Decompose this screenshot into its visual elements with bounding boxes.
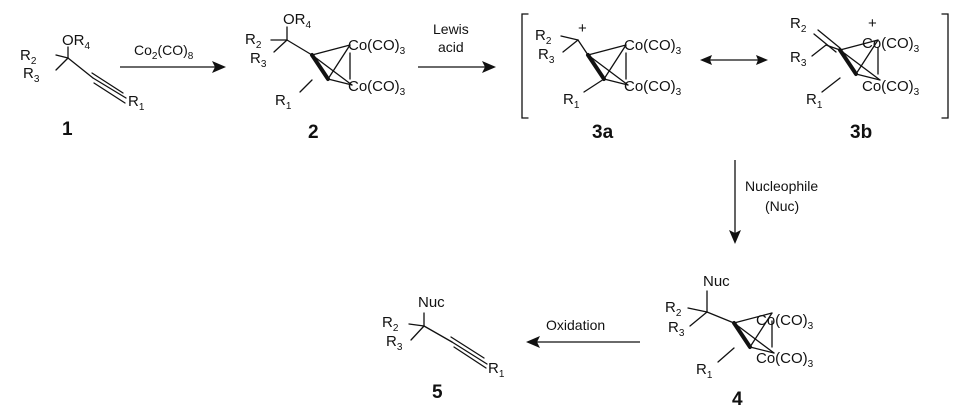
- compound-3b-plus-sign: +: [868, 15, 877, 32]
- step-3-label-line2: (Nuc): [765, 198, 799, 214]
- compound-1-r1-label: R1: [128, 93, 145, 113]
- compound-2-co-bottom-label: Co(CO)3: [348, 78, 406, 98]
- step-3-arrow: Nucleophile (Nuc): [729, 160, 818, 244]
- compound-4: Nuc R2 R3 R1 Co(CO)3 Co(CO)3 4: [665, 273, 814, 410]
- compound-5-structure: [408, 312, 488, 369]
- compound-2-structure: [270, 26, 354, 93]
- compound-1-number: 1: [62, 119, 73, 140]
- compound-2: OR4 R2 R3 R1 Co(CO)3 Co(CO)3 2: [245, 11, 406, 143]
- step-4-arrow: Oxidation: [526, 317, 640, 348]
- compound-4-structure: [687, 290, 776, 363]
- compound-1-r2-label: R2: [20, 47, 37, 67]
- compound-3b-co-top-label: Co(CO)3: [862, 35, 920, 55]
- step-2-label-line1: Lewis: [433, 21, 469, 37]
- compound-2-r2-label: R2: [245, 31, 262, 51]
- compound-3a-number: 3a: [592, 122, 614, 143]
- compound-5-r1-label: R1: [488, 360, 505, 380]
- compound-3b-number: 3b: [850, 122, 872, 143]
- step-2-arrow: Lewis acid: [418, 21, 496, 73]
- compound-5-nuc-label: Nuc: [418, 294, 445, 311]
- compound-3b-r3-label: R3: [790, 49, 807, 69]
- compound-4-r1-label: R1: [696, 361, 713, 381]
- step-2-label-line2: acid: [438, 39, 464, 55]
- compound-3b-structure: [811, 29, 882, 93]
- compound-1-or4-label: OR4: [62, 32, 91, 52]
- compound-2-r1-label: R1: [275, 92, 292, 112]
- compound-3a-r3-label: R3: [538, 46, 555, 66]
- compound-3a: + R2 R3 R1 Co(CO)3 Co(CO)3 3a: [535, 20, 682, 143]
- compound-4-number: 4: [732, 389, 743, 410]
- compound-2-r3-label: R3: [250, 50, 267, 70]
- step-1-reagent: Co2(CO)8: [134, 42, 194, 62]
- compound-3b: R2 R3 R1 + Co(CO)3 Co(CO)3 3b: [790, 15, 920, 143]
- compound-5: Nuc R2 R3 R1 5: [382, 294, 505, 403]
- compound-3a-co-bottom-label: Co(CO)3: [624, 78, 682, 98]
- resonance-arrow: [700, 55, 768, 65]
- step-1-arrow: Co2(CO)8: [120, 42, 226, 73]
- compound-3a-co-top-label: Co(CO)3: [624, 37, 682, 57]
- compound-4-r3-label: R3: [668, 319, 685, 339]
- compound-3a-r1-label: R1: [563, 91, 580, 111]
- compound-3a-plus-sign: +: [578, 20, 587, 37]
- compound-3b-r2-label: R2: [790, 15, 807, 35]
- compound-4-r2-label: R2: [665, 299, 682, 319]
- compound-5-number: 5: [432, 382, 443, 403]
- compound-4-co-bottom-label: Co(CO)3: [756, 350, 814, 370]
- compound-3a-r2-label: R2: [535, 27, 552, 47]
- compound-3a-structure: [560, 35, 630, 93]
- compound-1-structure: [55, 46, 127, 104]
- compound-3b-r1-label: R1: [806, 91, 823, 111]
- compound-1-r3-label: R3: [23, 65, 40, 85]
- resonance-brackets: [521, 13, 949, 119]
- compound-2-or4-label: OR4: [283, 11, 312, 31]
- compound-2-co-top-label: Co(CO)3: [348, 37, 406, 57]
- compound-1: OR4 R2 R3 R1 1: [20, 32, 145, 140]
- compound-3b-co-bottom-label: Co(CO)3: [862, 78, 920, 98]
- compound-5-r2-label: R2: [382, 314, 399, 334]
- step-4-label: Oxidation: [546, 317, 605, 333]
- compound-5-r3-label: R3: [386, 333, 403, 353]
- compound-4-co-top-label: Co(CO)3: [756, 312, 814, 332]
- compound-2-number: 2: [308, 122, 319, 143]
- step-3-label-line1: Nucleophile: [745, 178, 818, 194]
- compound-4-nuc-label: Nuc: [703, 273, 730, 290]
